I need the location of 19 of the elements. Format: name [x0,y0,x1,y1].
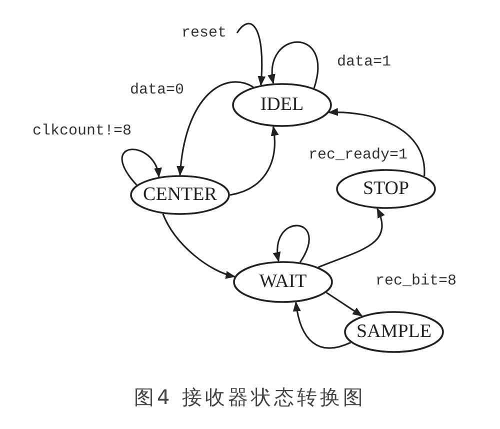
arrow [268,41,318,88]
state-ellipse: IDEL [232,83,332,127]
arrow [162,213,236,278]
edge-label: rec_ready=1 [307,146,409,164]
arrow [121,148,161,186]
edge-label: rec_bit=8 [374,272,458,290]
state-ellipse: STOP [336,169,436,209]
arrow [328,108,426,176]
state-ellipse: CENTER [130,175,230,215]
arrow [326,292,363,317]
arrow [274,224,310,263]
arrow [176,81,254,176]
arrow [293,301,351,349]
state-ellipse: WAIT [233,261,333,303]
arrow [318,208,384,268]
arrow [236,23,266,86]
state-ellipse: SAMPLE [344,311,444,353]
caption: 图4 接收器状态转换图 [132,384,368,411]
arrow [230,126,278,196]
